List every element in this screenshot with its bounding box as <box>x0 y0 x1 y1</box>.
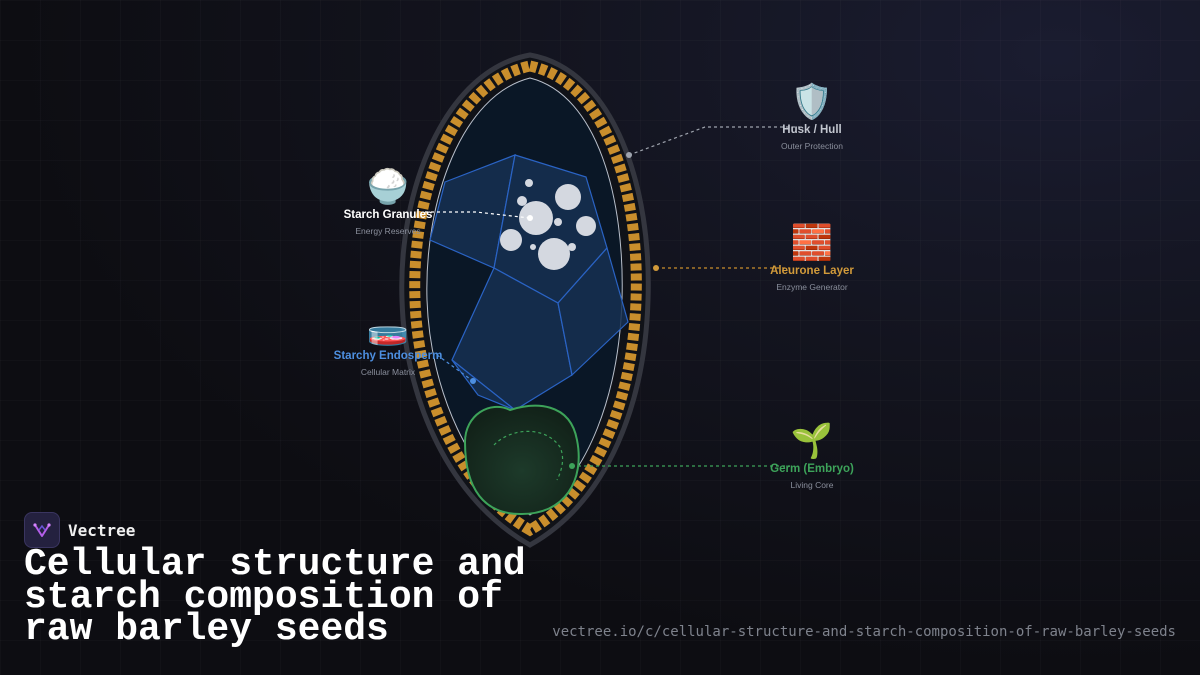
starch-title: Starch Granules <box>343 209 433 221</box>
husk-connector <box>628 126 800 156</box>
page-title: Cellular structure and starch compositio… <box>24 543 526 651</box>
starch-connector-dot <box>527 215 533 221</box>
germ-label: 🌱 Germ (Embryo) Living Core <box>732 421 892 490</box>
endosperm-label: 🧫 Starchy Endosperm Cellular Matrix <box>308 308 468 377</box>
vectree-logo-icon <box>24 512 60 548</box>
husk-subtitle: Outer Protection <box>781 141 843 151</box>
endosperm-connector <box>436 354 474 382</box>
germ-subtitle: Living Core <box>790 480 834 490</box>
husk-title: Husk / Hull <box>782 124 842 136</box>
starch-label: 🍚 Starch Granules Energy Reserves <box>308 167 468 236</box>
aleurone-label: 🧱 Aleurone Layer Enzyme Generator <box>732 223 892 292</box>
endosperm-subtitle: Cellular Matrix <box>360 367 416 377</box>
aleurone-title: Aleurone Layer <box>770 265 854 277</box>
husk-connector-dot <box>626 152 632 158</box>
connector-lines <box>425 126 800 467</box>
brick-icon: 🧱 <box>790 224 834 262</box>
rice-bowl-icon: 🍚 <box>366 168 410 206</box>
aleurone-connector-dot <box>653 265 659 271</box>
starch-connector <box>425 211 531 219</box>
germ-connector-dot <box>569 463 575 469</box>
starch-subtitle: Energy Reserves <box>355 226 421 236</box>
brand: Vectree <box>24 512 135 548</box>
seedling-icon: 🌱 <box>790 422 834 460</box>
husk-label: 🛡️ Husk / Hull Outer Protection <box>732 82 892 151</box>
endosperm-connector-dot <box>470 378 476 384</box>
aleurone-subtitle: Enzyme Generator <box>776 282 848 292</box>
starch-granules-cluster <box>500 179 596 270</box>
aleurone-ring <box>409 60 642 537</box>
shield-icon: 🛡️ <box>790 83 834 121</box>
brand-name: Vectree <box>68 520 136 540</box>
germ-title: Germ (Embryo) <box>770 463 854 475</box>
endosperm-title: Starchy Endosperm <box>333 350 443 362</box>
germ-curl <box>493 430 564 481</box>
source-url[interactable]: vectree.io/c/cellular-structure-and-star… <box>552 624 1176 640</box>
petri-dish-icon: 🧫 <box>366 309 410 347</box>
germ-embryo <box>463 404 580 516</box>
